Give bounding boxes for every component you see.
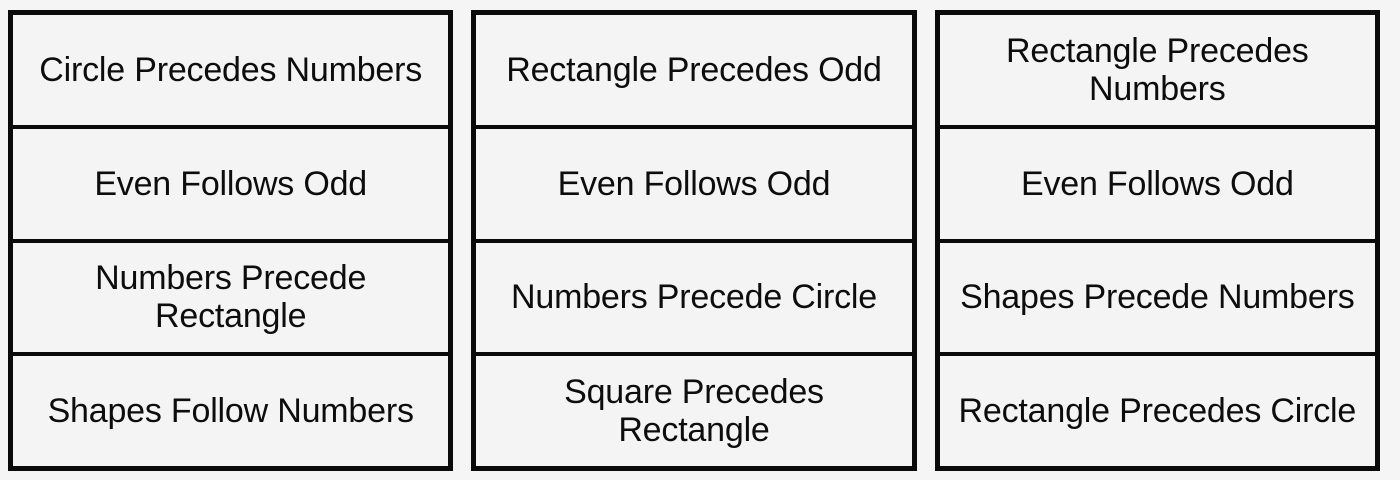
constraint-row[interactable]: Shapes Precede Numbers [939,242,1375,357]
constraint-row[interactable]: Even Follows Odd [939,128,1375,243]
constraint-text: Even Follows Odd [557,164,831,203]
constraint-text: Numbers Precede Circle [511,278,877,317]
constraint-text: Even Follows Odd [1020,164,1294,203]
constraint-row[interactable]: Numbers Precede Circle [476,242,912,357]
constraint-text: Square Precedes Rectangle [564,373,824,450]
constraint-row[interactable]: Circle Precedes Numbers [13,15,449,129]
constraint-panel-right: Rectangle Precedes Numbers Even Follows … [934,10,1380,471]
constraint-text: Shapes Precede Numbers [960,278,1355,317]
constraint-text: Numbers Precede Rectangle [95,259,367,336]
constraint-row[interactable]: Numbers Precede Rectangle [13,242,449,357]
constraint-text: Even Follows Odd [94,164,368,203]
constraint-text: Rectangle Precedes Odd [506,50,882,89]
constraint-text: Rectangle Precedes Circle [958,392,1357,431]
constraint-text: Rectangle Precedes Numbers [1006,31,1309,108]
constraint-text: Circle Precedes Numbers [39,50,423,89]
constraint-row[interactable]: Rectangle Precedes Circle [939,356,1375,466]
constraint-row[interactable]: Rectangle Precedes Odd [476,15,912,129]
constraint-text: Shapes Follow Numbers [47,392,414,431]
constraint-row[interactable]: Even Follows Odd [13,128,449,243]
constraint-row[interactable]: Shapes Follow Numbers [13,356,449,466]
constraint-row[interactable]: Even Follows Odd [476,128,912,243]
constraint-panel-left: Circle Precedes Numbers Even Follows Odd… [8,10,454,471]
constraint-panels-container: Circle Precedes Numbers Even Follows Odd… [8,10,1380,471]
constraint-row[interactable]: Square Precedes Rectangle [476,356,912,466]
constraint-panel-middle: Rectangle Precedes Odd Even Follows Odd … [471,10,917,471]
constraint-row[interactable]: Rectangle Precedes Numbers [939,15,1375,129]
